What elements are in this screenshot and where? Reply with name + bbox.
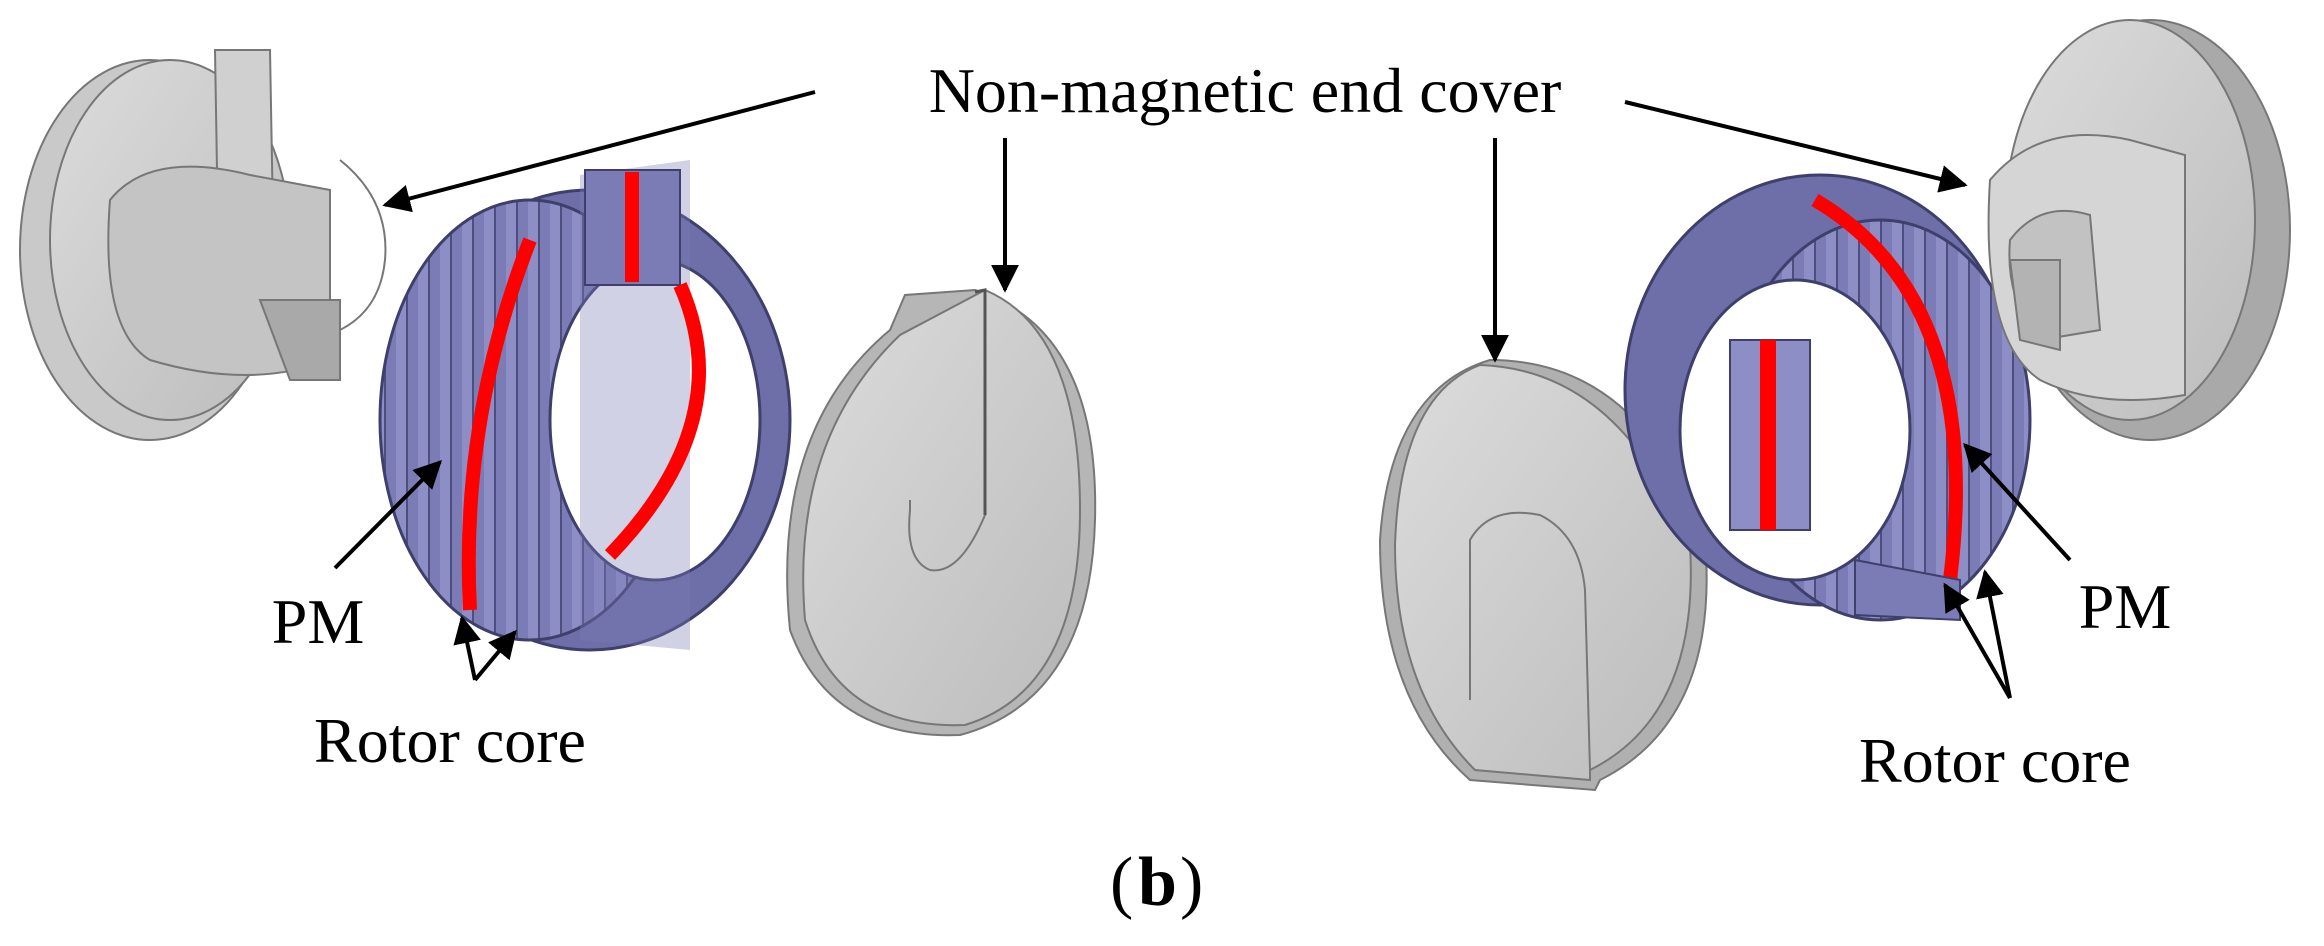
caption-open-paren: (	[1110, 844, 1133, 921]
label-rotor-core-left: Rotor core	[314, 705, 586, 776]
arrow-rotor-core-right-a	[1943, 582, 2012, 699]
arrow-end-cover-left	[382, 90, 816, 213]
right-rotor-core	[1623, 173, 2032, 622]
middle-left-end-cover-disc	[786, 288, 1097, 737]
arrow-end-cover-right	[1624, 100, 1968, 193]
right-pm-outer-strip	[1811, 193, 1963, 581]
callout-arrows	[333, 90, 2072, 699]
arrow-rotor-core-left-a	[453, 615, 481, 681]
right-pm-segment	[1760, 340, 1776, 530]
left-pm-outer-strip	[461, 237, 537, 611]
label-pm-left: PM	[272, 586, 365, 657]
label-pm-right: PM	[2079, 571, 2172, 642]
left-pm-inner-strip	[604, 282, 706, 560]
left-pm-segment-top	[625, 172, 639, 282]
middle-right-end-cover-disc	[1378, 358, 1708, 792]
arrow-rotor-core-right-b	[1976, 569, 2012, 699]
caption: ( b )	[1110, 844, 1203, 921]
arrow-pm-right	[1963, 442, 2072, 562]
caption-close-paren: )	[1180, 844, 1203, 921]
label-rotor-core-right: Rotor core	[1859, 725, 2131, 796]
left-end-cover	[19, 49, 387, 441]
left-rotor-core	[378, 160, 792, 652]
label-end-cover: Non-magnetic end cover	[929, 55, 1562, 126]
right-end-cover	[1987, 19, 2291, 441]
arrow-rotor-core-left-b	[473, 629, 517, 682]
caption-letter: b	[1138, 844, 1177, 921]
arrow-pm-left	[333, 460, 442, 570]
